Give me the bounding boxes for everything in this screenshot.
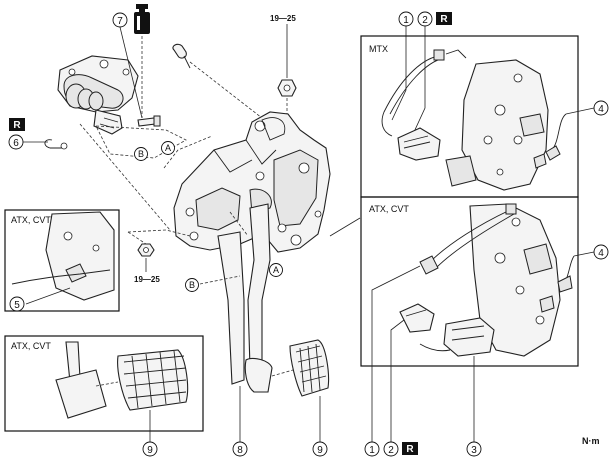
atx-bracket: [469, 203, 561, 357]
atx-hose: [539, 255, 575, 313]
callout-1-bottom: 1: [364, 441, 380, 457]
clip-6: [44, 139, 68, 150]
callout-4-mtx: 4: [593, 100, 609, 116]
svg-text:B: B: [189, 280, 195, 290]
svg-text:9: 9: [147, 445, 153, 456]
atx-harness: [419, 203, 517, 275]
atx-cvt-left-top-title: ATX, CVT: [11, 215, 51, 225]
letter-b-lower: B: [185, 278, 199, 292]
pedal-bolt-top: [172, 43, 191, 69]
svg-text:9: 9: [317, 445, 323, 456]
svg-text:B: B: [138, 149, 144, 159]
pedal-pad-left: [117, 349, 189, 411]
callout-1-top: 1: [398, 11, 414, 27]
grease-tube-icon: [134, 4, 150, 34]
replace-badge-left: R: [9, 118, 25, 131]
inset-atx-right: [360, 196, 579, 367]
nut-top: [277, 79, 297, 97]
letter-a-upper: A: [161, 141, 175, 155]
inset-atx-left-top: [4, 209, 120, 312]
replace-badge-top: R: [436, 12, 452, 25]
nut-left: [137, 243, 155, 257]
inset-atx-left-bottom: [4, 335, 204, 432]
left-pedal-arm: [55, 341, 107, 419]
svg-text:1: 1: [403, 15, 409, 26]
svg-text:A: A: [273, 265, 279, 275]
svg-text:A: A: [165, 143, 171, 153]
svg-text:4: 4: [598, 248, 604, 259]
svg-text:2: 2: [388, 445, 394, 456]
mtx-harness: [381, 49, 467, 137]
shift-lock-actuator: [419, 317, 495, 357]
svg-text:2: 2: [422, 15, 428, 26]
mtx-title: MTX: [369, 44, 388, 54]
atx-cvt-right-title: ATX, CVT: [369, 204, 409, 214]
brake-pedal-arm: [244, 203, 273, 393]
torque-left: 19—25: [134, 275, 160, 284]
svg-text:5: 5: [14, 300, 20, 311]
svg-text:7: 7: [117, 16, 123, 27]
atx-switch: [399, 303, 435, 333]
callout-7: 7: [112, 12, 128, 28]
callout-2-bottom: 2: [383, 441, 399, 457]
svg-text:R: R: [440, 14, 448, 25]
mtx-hose: [533, 113, 567, 169]
replace-badge-bottom: R: [402, 442, 418, 455]
callout-8: 8: [232, 441, 248, 457]
callout-4-atx: 4: [593, 244, 609, 260]
mtx-switch: [397, 127, 441, 161]
svg-text:R: R: [406, 444, 414, 455]
svg-text:3: 3: [471, 445, 477, 456]
torque-top: 19—25: [270, 14, 296, 23]
letter-b-upper: B: [134, 147, 148, 161]
clutch-pedal-arm: [217, 231, 245, 385]
atx-cvt-left-bottom-title: ATX, CVT: [11, 341, 51, 351]
atx-left-bracket: [11, 211, 115, 301]
letter-a-lower: A: [269, 263, 283, 277]
unit-label: N·m: [582, 436, 600, 446]
switch-bracket: [57, 55, 139, 135]
pedal-pad-right: [289, 339, 330, 397]
callout-5: 5: [9, 296, 25, 312]
svg-text:8: 8: [237, 445, 243, 456]
callout-3: 3: [466, 441, 482, 457]
callout-9-left: 9: [142, 441, 158, 457]
mtx-bracket: [445, 59, 549, 191]
callout-6: 6: [8, 134, 24, 150]
svg-text:1: 1: [369, 445, 375, 456]
callout-2-top: 2: [417, 11, 433, 27]
svg-text:R: R: [13, 120, 21, 131]
svg-text:6: 6: [13, 138, 19, 149]
callout-9-right: 9: [312, 441, 328, 457]
switch-bolt: [137, 115, 161, 127]
svg-text:4: 4: [598, 104, 604, 115]
